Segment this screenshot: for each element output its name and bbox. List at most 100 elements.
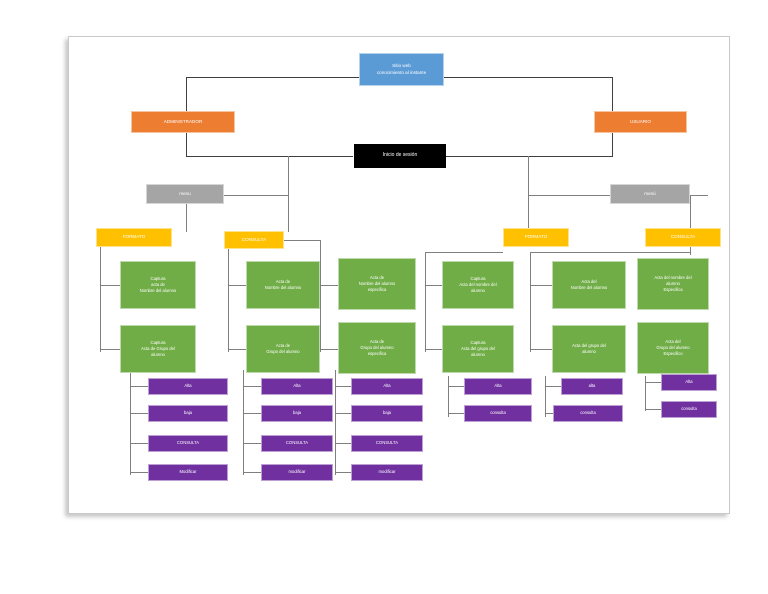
node-formato-admin[interactable]: FORMATO xyxy=(96,228,172,247)
node-action-col2-0[interactable]: Alta xyxy=(261,378,333,395)
node-green-admin-consulta-a1[interactable]: Acta de Nombre del alumno xyxy=(246,261,320,309)
green-line-2: Grupo del alumno xyxy=(360,344,394,350)
green-line-3: alumno xyxy=(471,352,485,358)
connector-login-to-menu-right xyxy=(528,156,529,195)
node-action-col1-1[interactable]: baja xyxy=(148,405,228,422)
connector-consulta-right-spine xyxy=(530,252,531,352)
connector-consulta-left-col2-h xyxy=(284,240,320,241)
green-line-2: Nombre del alumno xyxy=(570,285,608,290)
node-action-col3-3[interactable]: modificar xyxy=(351,464,423,481)
action-label: consulta xyxy=(580,410,596,416)
node-green-admin-consulta-a2[interactable]: Acta de Grupo del alumno xyxy=(246,325,320,373)
connector-menu-to-consulta-left xyxy=(288,195,289,232)
node-green-user-consulta-a2[interactable]: Acta del grupo del alumno xyxy=(552,325,626,373)
menu-left-label: menu xyxy=(179,190,191,196)
node-action-col5-1[interactable]: consulta xyxy=(553,405,623,422)
node-action-col4-1[interactable]: consulta xyxy=(464,405,532,422)
node-menu-left[interactable]: menu xyxy=(146,184,224,204)
node-action-col5-0[interactable]: alta xyxy=(561,378,623,395)
connector-actions-col2-a1 xyxy=(243,386,261,387)
connector-consulta-left-g4 xyxy=(320,349,338,350)
connector-actions-col3-spine xyxy=(335,370,336,475)
consulta-user-label: CONSULTA xyxy=(670,234,696,240)
node-action-col3-1[interactable]: baja xyxy=(351,405,423,422)
green-line-3: Nombre del alumno xyxy=(139,288,177,294)
green-line-1: Acta del xyxy=(581,278,597,284)
node-green-user-consulta-b2[interactable]: Acta del Grupo del alumno Especifico xyxy=(637,322,709,374)
action-label: Alta xyxy=(184,383,192,389)
green-line-3: alumno xyxy=(471,288,485,294)
connector-consulta-right-drop xyxy=(690,247,691,255)
action-label: CONSULTA xyxy=(285,440,309,446)
node-action-col6-1[interactable]: consulta xyxy=(661,401,717,418)
connector-actions-col1-a3 xyxy=(130,443,148,444)
green-line-2: Grupo del alumno xyxy=(266,349,300,354)
node-green-user-formato-2[interactable]: Captura Acta del grupo del alumno xyxy=(442,325,514,373)
connector-root-left xyxy=(186,77,360,78)
connector-formato-left-g1 xyxy=(100,285,120,286)
usuario-label: USUARIO xyxy=(630,118,651,124)
connector-actions-col5-a1 xyxy=(545,386,561,387)
action-label: consulta xyxy=(490,410,506,416)
green-line-1: Acta del xyxy=(665,338,681,344)
node-action-col2-2[interactable]: CONSULTA xyxy=(261,435,333,452)
connector-actions-col3-a3 xyxy=(335,443,351,444)
connector-actions-col4-spine xyxy=(448,376,449,417)
node-green-admin-formato-2[interactable]: Captura Acta de Grupo del alumno xyxy=(120,325,196,373)
node-action-col2-1[interactable]: baja xyxy=(261,405,333,422)
connector-consulta-left-g1 xyxy=(228,285,246,286)
formato-user-label: FORMATO xyxy=(524,234,548,240)
connector-consulta-left-spine xyxy=(228,247,229,352)
connector-login-to-menu-left xyxy=(288,156,289,195)
node-usuario[interactable]: USUARIO xyxy=(594,111,687,133)
connector-consulta-left-col2-spine xyxy=(320,240,321,352)
node-green-user-consulta-a1[interactable]: Acta del Nombre del alumno xyxy=(552,261,626,309)
node-action-col1-0[interactable]: Alta xyxy=(148,378,228,395)
node-green-admin-consulta-b2[interactable]: Acta de Grupo del alumno especifica xyxy=(338,322,416,374)
menu-right-label: menú xyxy=(644,190,656,196)
connector-actions-col2-spine xyxy=(243,370,244,475)
action-label: consulta xyxy=(681,406,697,412)
action-label: Alta xyxy=(293,383,301,389)
connector-actions-col4-a2 xyxy=(448,413,464,414)
green-line-3: Especifica xyxy=(663,287,683,293)
green-line-2: alumno xyxy=(666,280,680,286)
node-action-col3-0[interactable]: Alta xyxy=(351,378,423,395)
node-consulta-admin[interactable]: CONSULTA xyxy=(224,231,284,249)
green-line-1: Acta del grupo del xyxy=(572,342,606,348)
connector-actions-col6-spine xyxy=(645,376,646,411)
administrador-label: ADMINISTRADOR xyxy=(163,118,203,124)
node-action-col1-3[interactable]: Modificar xyxy=(148,464,228,481)
connector-menu-to-formato-right xyxy=(528,195,529,232)
connector-actions-col6-a2 xyxy=(645,409,661,410)
node-green-admin-formato-1[interactable]: Captura acta de Nombre del alumno xyxy=(120,261,196,309)
node-green-user-formato-1[interactable]: Captura Acta del nombre del alumno xyxy=(442,261,514,309)
action-label: modificar xyxy=(378,469,396,475)
node-menu-right[interactable]: menú xyxy=(610,184,690,204)
connector-menu-to-consulta-right-h xyxy=(690,195,708,196)
node-action-col6-0[interactable]: Alta xyxy=(661,374,717,391)
connector-formato-right-top xyxy=(425,252,503,253)
node-formato-user[interactable]: FORMATO xyxy=(503,228,569,247)
node-action-col3-2[interactable]: CONSULTA xyxy=(351,435,423,452)
node-inicio-sesion[interactable]: Inicio de sesión xyxy=(354,144,446,168)
action-label: baja xyxy=(293,410,301,416)
green-line-1: Acta de xyxy=(369,274,385,280)
node-green-admin-consulta-b1[interactable]: Acta de Nombre del alumno especifica xyxy=(338,258,416,310)
connector-actions-col2-a4 xyxy=(243,472,261,473)
sitio-web-title: Sitio web xyxy=(392,62,411,68)
node-administrador[interactable]: ADMINISTRADOR xyxy=(131,111,235,133)
node-action-col1-2[interactable]: CONSULTA xyxy=(148,435,228,452)
green-line-2: Acta del nombre del xyxy=(459,281,497,287)
connector-menu-right-bar xyxy=(528,195,610,196)
green-line-2: alumno xyxy=(582,349,596,354)
connector-formato-left-spine xyxy=(100,247,101,352)
node-action-col2-3[interactable]: modificar xyxy=(261,464,333,481)
node-consulta-user[interactable]: CONSULTA xyxy=(645,228,721,247)
node-green-user-consulta-b1[interactable]: Acta del nombre del alumno Especifica xyxy=(637,258,709,310)
action-label: Modificar xyxy=(179,469,197,475)
action-label: CONSULTA xyxy=(375,440,399,446)
node-action-col4-0[interactable]: Alta xyxy=(464,378,532,395)
node-sitio-web[interactable]: Sitio web conocimiento al instante xyxy=(359,53,444,86)
